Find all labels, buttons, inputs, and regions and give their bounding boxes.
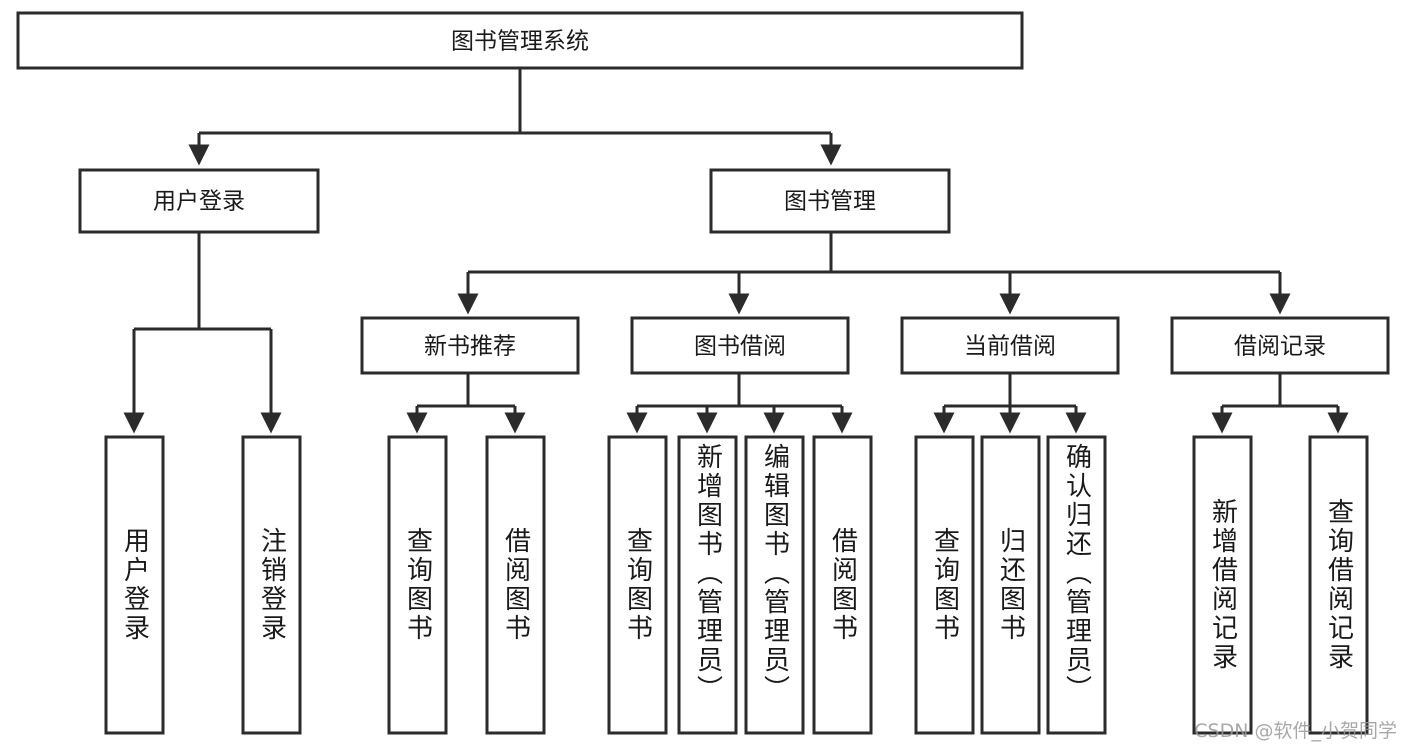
node-borrow-record[interactable]: 借阅记录 bbox=[1170, 316, 1390, 375]
node-root-system[interactable]: 图书管理系统 bbox=[16, 11, 1024, 70]
leaf-box-new-book-1[interactable] bbox=[387, 435, 448, 735]
leaf-box-user-login-2[interactable] bbox=[241, 435, 302, 735]
connector-group-new-book bbox=[406, 373, 526, 434]
node-book-borrow-box bbox=[630, 316, 850, 375]
leaf-box-user-login-1[interactable] bbox=[104, 435, 165, 735]
node-new-book-recommend-label: 新书推荐 bbox=[424, 334, 516, 360]
node-current-borrow-label: 当前借阅 bbox=[964, 334, 1056, 360]
leaf-box-book-borrow-3[interactable] bbox=[744, 435, 805, 735]
leaf-box-borrow-record-2[interactable] bbox=[1308, 435, 1369, 735]
connector-group-current-borrow bbox=[933, 373, 1087, 434]
connector-group-user-login bbox=[123, 232, 282, 434]
leaf-box-current-borrow-1[interactable] bbox=[914, 435, 975, 735]
node-new-book-recommend-box bbox=[360, 316, 580, 375]
node-current-borrow[interactable]: 当前借阅 bbox=[900, 316, 1120, 375]
leaf-box-book-borrow-2[interactable] bbox=[677, 435, 738, 735]
connector-group-borrow-record bbox=[1211, 373, 1349, 434]
node-book-borrow[interactable]: 图书借阅 bbox=[630, 316, 850, 375]
node-new-book-recommend[interactable]: 新书推荐 bbox=[360, 316, 580, 375]
leaf-box-borrow-record-1[interactable] bbox=[1192, 435, 1253, 735]
node-book-borrow-label: 图书借阅 bbox=[694, 334, 786, 360]
node-book-management[interactable]: 图书管理 bbox=[709, 168, 951, 234]
node-root-label: 图书管理系统 bbox=[451, 29, 589, 55]
csdn-watermark: CSDN @软件_小贺同学 bbox=[1194, 720, 1397, 742]
leaf-box-book-borrow-1[interactable] bbox=[607, 435, 668, 735]
node-user-login-box bbox=[78, 168, 320, 234]
leaf-box-new-book-2[interactable] bbox=[485, 435, 546, 735]
leaf-box-book-borrow-4[interactable] bbox=[812, 435, 873, 735]
leaf-box-current-borrow-2[interactable] bbox=[980, 435, 1041, 735]
node-root-box bbox=[16, 11, 1024, 70]
node-borrow-record-box bbox=[1170, 316, 1390, 375]
connector-group-book-mgmt bbox=[457, 232, 1291, 315]
node-user-login-label: 用户登录 bbox=[153, 189, 245, 215]
connector-group-root bbox=[188, 68, 842, 166]
node-book-management-label: 图书管理 bbox=[784, 189, 876, 215]
node-borrow-record-label: 借阅记录 bbox=[1234, 334, 1326, 360]
node-current-borrow-box bbox=[900, 316, 1120, 375]
leaf-box-current-borrow-3[interactable] bbox=[1046, 435, 1107, 735]
node-book-management-box bbox=[709, 168, 951, 234]
connector-group-book-borrow bbox=[626, 373, 853, 434]
node-user-login[interactable]: 用户登录 bbox=[78, 168, 320, 234]
